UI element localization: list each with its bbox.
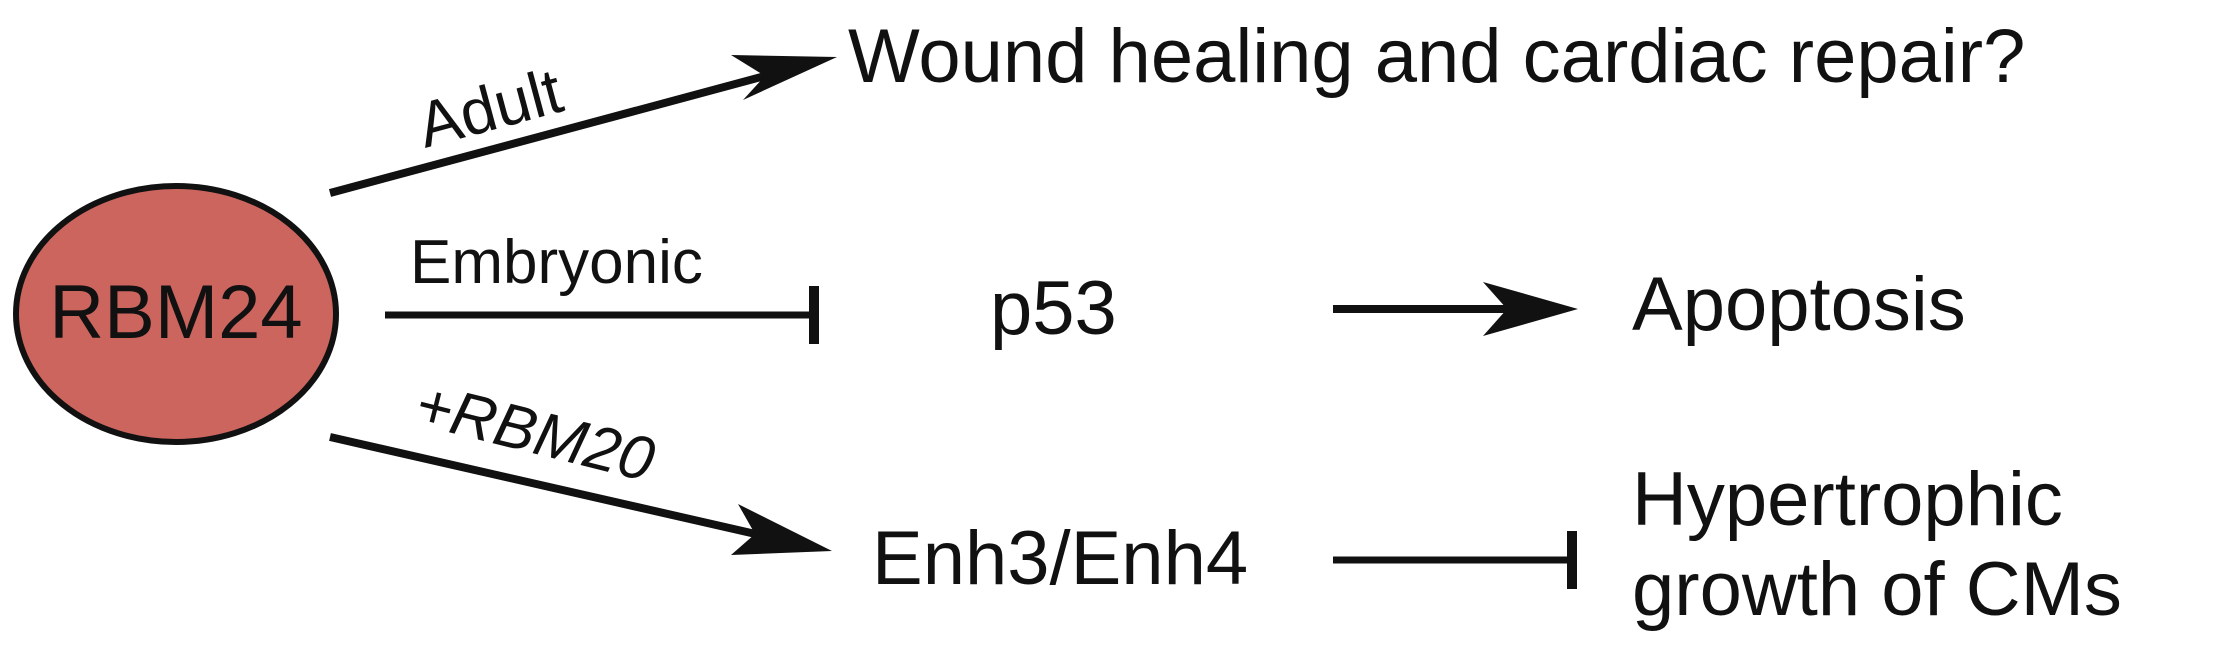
adult-edge-arrowhead xyxy=(731,55,837,100)
enh-node: Enh3/Enh4 xyxy=(872,516,1248,601)
p53-node: p53 xyxy=(990,266,1117,351)
apoptosis-node: Apoptosis xyxy=(1632,262,1966,347)
rbm20-edge-label: +RBM20 xyxy=(409,370,661,496)
embryonic-edge-label: Embryonic xyxy=(410,228,703,297)
hypertrophic-node-line2: growth of CMs xyxy=(1632,547,2122,632)
rbm24-node xyxy=(13,183,339,445)
wound-healing-node: Wound healing and cardiac repair? xyxy=(848,14,2025,99)
rbm20-edge-arrowhead xyxy=(731,504,832,555)
adult-edge-line xyxy=(328,72,767,197)
rbm24-label: RBM24 xyxy=(49,270,302,355)
adult-edge-label: Adult xyxy=(410,54,570,161)
p53-apoptosis-arrowhead xyxy=(1483,282,1578,336)
rbm20-edge-line xyxy=(329,433,761,539)
hypertrophic-node-line1: Hypertrophic xyxy=(1632,457,2063,542)
